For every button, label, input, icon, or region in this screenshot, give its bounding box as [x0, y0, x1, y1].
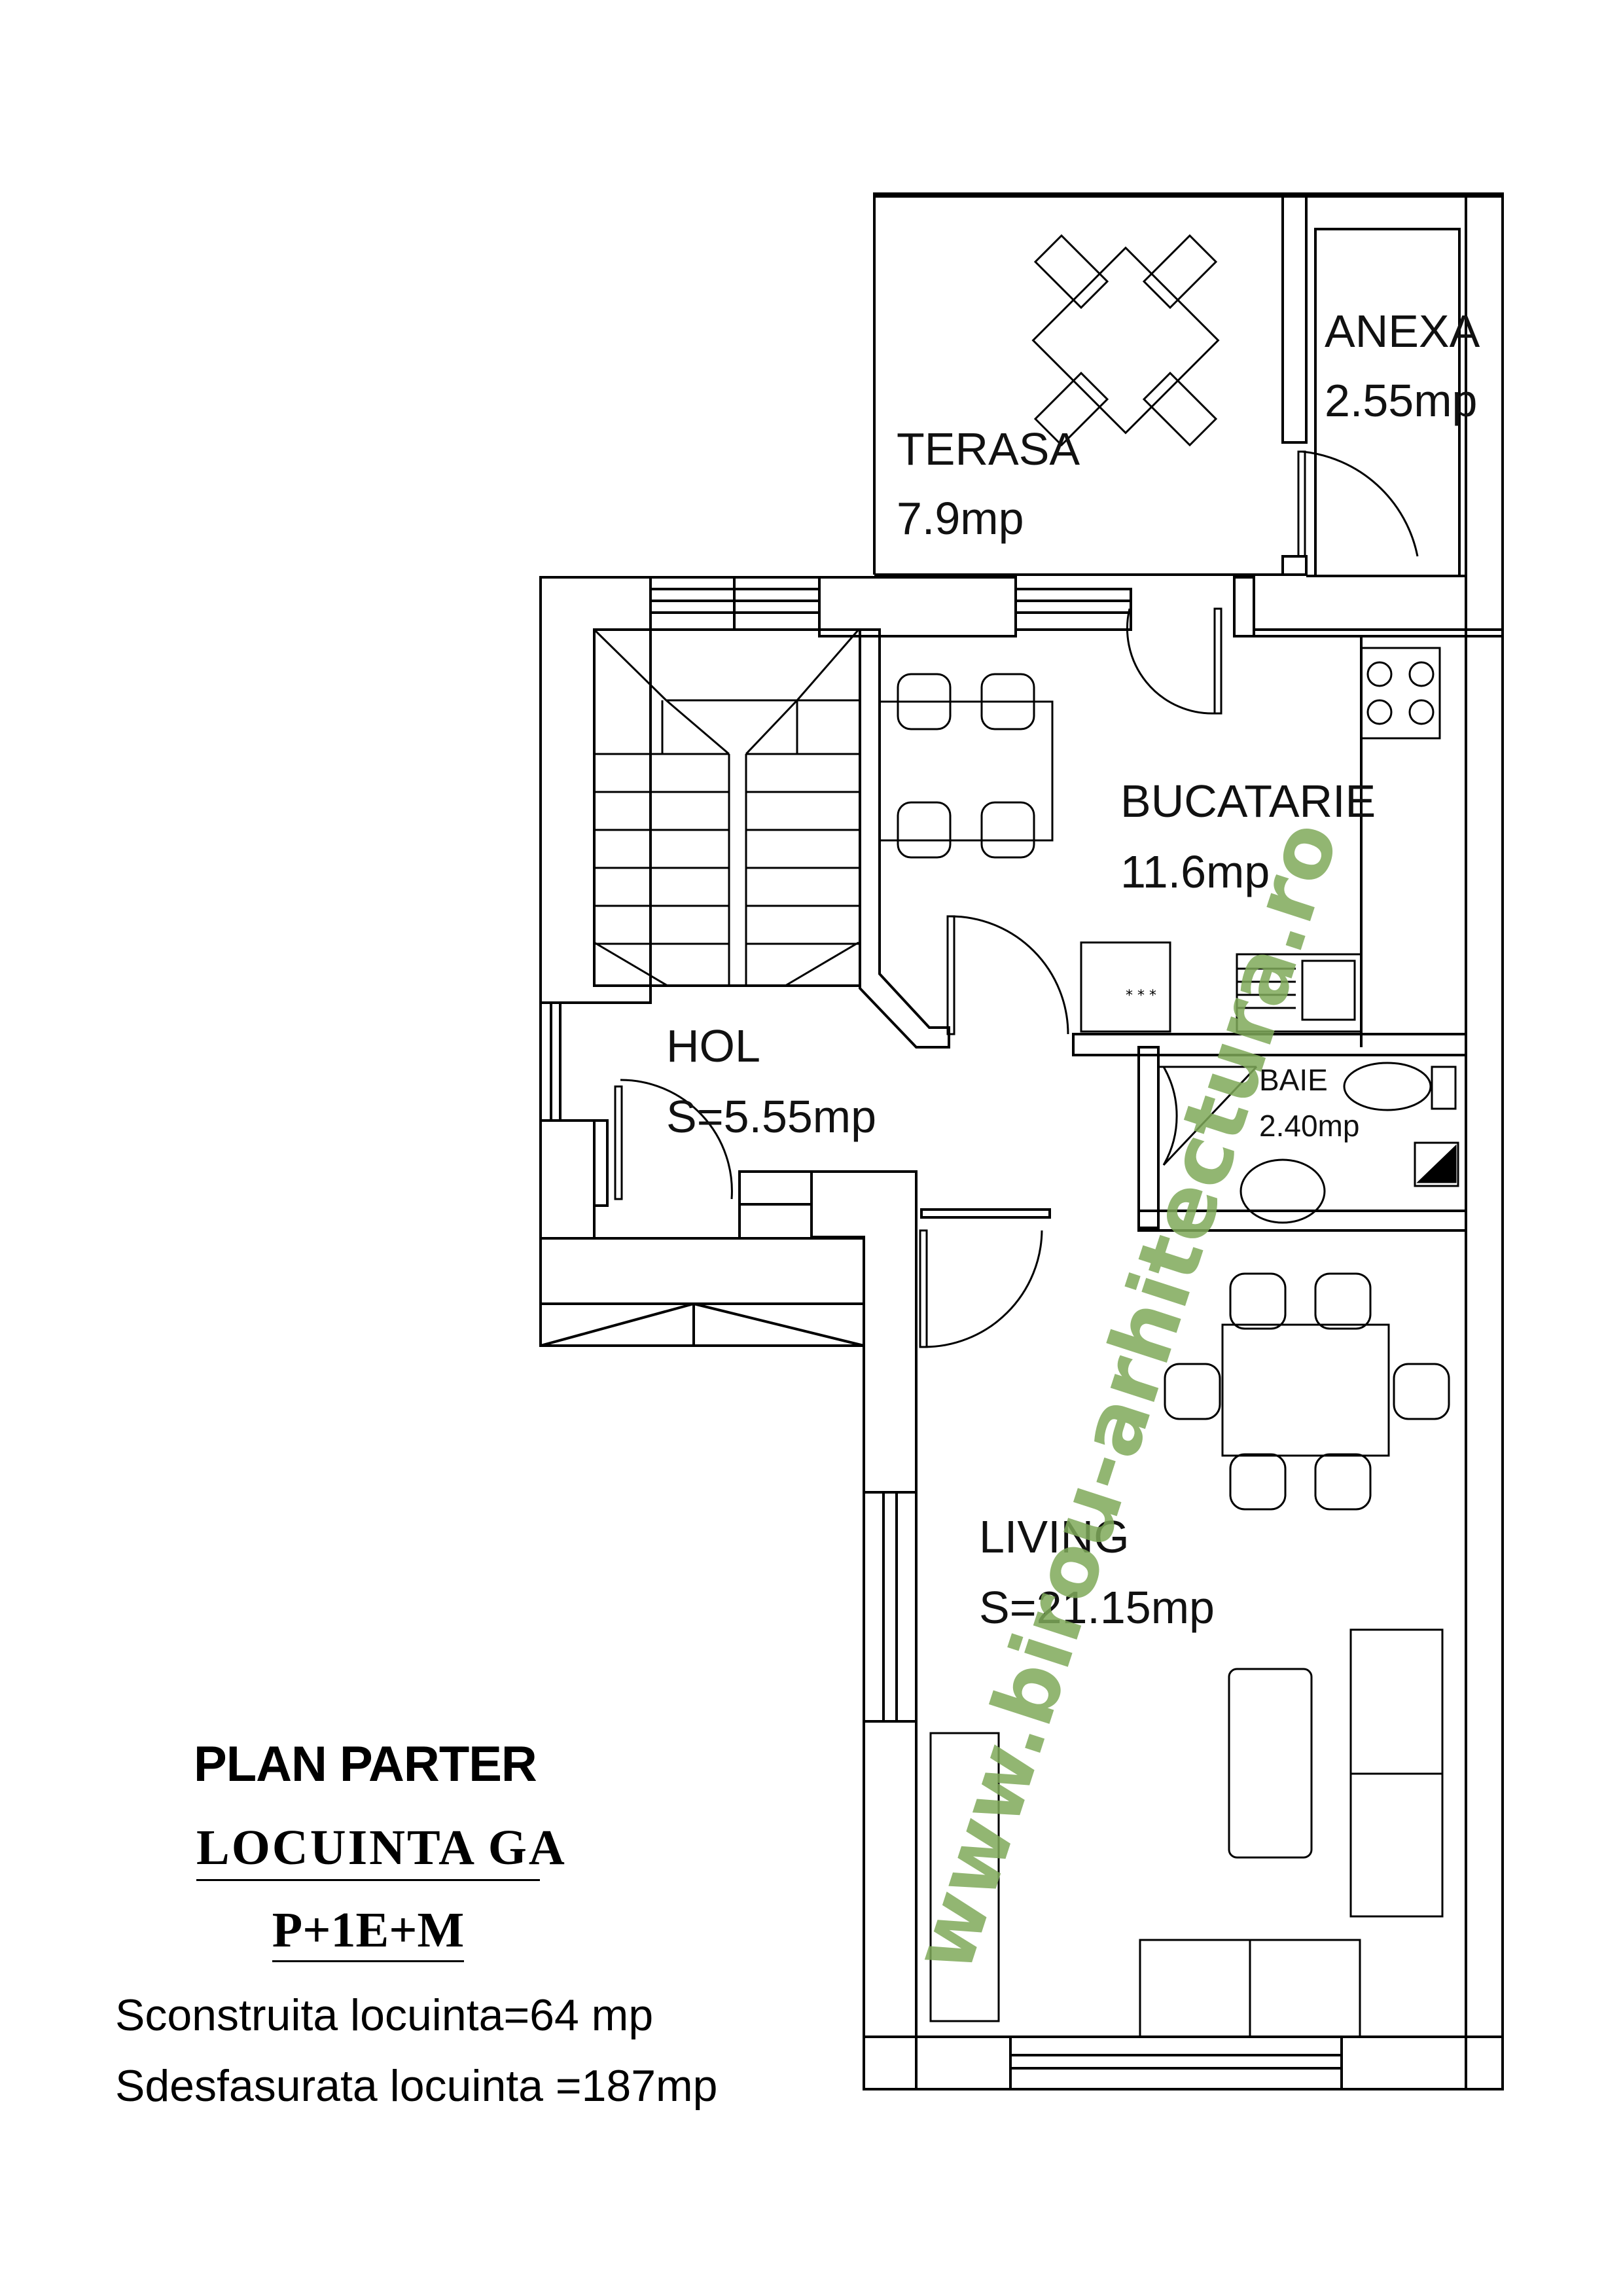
- bath-fixtures: [1240, 1062, 1459, 1224]
- south-window: [1009, 2036, 1343, 2090]
- plan-title: PLAN PARTER: [194, 1736, 537, 1792]
- dining-chair: [1164, 1363, 1221, 1420]
- annex-west-wall: [1281, 192, 1308, 444]
- stair-west-wall: [539, 576, 652, 1004]
- bath-area: 2.40mp: [1259, 1109, 1359, 1143]
- central-pier: [810, 1170, 918, 1494]
- living-furniture: [929, 1272, 1450, 2038]
- terrace-chair: [1142, 371, 1218, 447]
- dining-chair: [1229, 1453, 1287, 1511]
- terrace-area: 7.9mp: [897, 493, 1024, 544]
- burner: [1408, 699, 1435, 725]
- kitchen-chair: [980, 801, 1035, 859]
- washbasin: [1240, 1158, 1326, 1224]
- living-label: LIVING: [979, 1511, 1130, 1562]
- kitchen-chair: [897, 801, 952, 859]
- hall-kitchen-door-swing: [950, 915, 1069, 1035]
- living-west-window: [863, 1491, 918, 1723]
- stair-partition: [859, 628, 950, 1049]
- terrace-chair: [1033, 234, 1109, 310]
- oven-dots: * * *: [1126, 988, 1156, 1004]
- living-area: S=21.15mp: [979, 1582, 1215, 1633]
- kitchen-area: 11.6mp: [1120, 846, 1270, 897]
- burner: [1366, 661, 1393, 687]
- building-levels: P+1E+M: [196, 1902, 540, 1962]
- hall-label: HOL: [666, 1020, 760, 1071]
- kitchen-label: BUCATARIE: [1120, 776, 1376, 827]
- hall-area: S=5.55mp: [666, 1091, 876, 1142]
- developed-area: Sdesfasurata locuinta =187mp: [115, 2061, 718, 2111]
- walls: [539, 192, 1504, 2090]
- oven: [1080, 941, 1171, 1033]
- hall-west-wall: [539, 1119, 596, 1240]
- project-name: LOCUINTA GA: [196, 1820, 565, 1881]
- hall-west-door-swing: [620, 1079, 733, 1200]
- dining-table: [1221, 1323, 1390, 1457]
- living-west-wall: [863, 1720, 918, 2090]
- dining-chair: [1314, 1453, 1372, 1511]
- bath-label: BAIE: [1259, 1063, 1328, 1097]
- stove: [1360, 647, 1441, 740]
- kitchen-table: [878, 700, 1054, 842]
- kitchen-chair: [980, 673, 1035, 730]
- dining-chair: [1314, 1272, 1372, 1330]
- kitchen-furniture: [878, 647, 1441, 1033]
- terrace-north-line: [873, 192, 1504, 198]
- bath-west-wall: [1137, 1046, 1160, 1229]
- burner: [1366, 699, 1393, 725]
- bath-south-wall: [1137, 1210, 1467, 1232]
- terrace-label: TERASA: [897, 423, 1080, 475]
- annex-west-wall-low: [1281, 555, 1308, 576]
- doors: [614, 450, 1419, 1348]
- annex-door-swing: [1302, 450, 1419, 557]
- kitchen-bath-wall: [1072, 1033, 1467, 1056]
- terrace-chair: [1142, 234, 1218, 310]
- living-south-wall: [863, 2036, 1504, 2090]
- living-door-header: [920, 1208, 1051, 1219]
- dining-chair: [1393, 1363, 1450, 1420]
- kitchen-chair: [897, 673, 952, 730]
- hall-south-block: [539, 1237, 865, 1347]
- watermark: www.birou-arhitectura.ro: [894, 810, 1358, 1983]
- toilet: [1343, 1062, 1432, 1111]
- burner: [1408, 661, 1435, 687]
- bath-door: [1158, 1066, 1257, 1166]
- staircase: [593, 628, 860, 987]
- kitchen-door-jamb: [1233, 576, 1255, 637]
- annex-label: ANEXA: [1325, 306, 1480, 357]
- kitchen-door-swing: [1126, 608, 1215, 715]
- boiler: [1414, 1141, 1459, 1187]
- north-pier: [818, 576, 1017, 637]
- terrace-table: [1031, 234, 1220, 447]
- east-wall: [1465, 192, 1504, 2090]
- dining-chair: [1229, 1272, 1287, 1330]
- stair-enclosure: [593, 628, 861, 987]
- living-door-swing: [923, 1230, 1043, 1348]
- tv-cabinet: [929, 1732, 1000, 2022]
- sink: [1301, 960, 1356, 1021]
- annex-area: 2.55mp: [1325, 375, 1477, 426]
- north-window-2: [1014, 588, 1132, 631]
- built-area: Sconstruita locuinta=64 mp: [115, 1990, 654, 2040]
- levels-text: P+1E+M: [272, 1903, 465, 1962]
- sink-counter: [1236, 953, 1363, 1033]
- coffee-table: [1228, 1668, 1313, 1859]
- terrace-chair: [1033, 371, 1109, 447]
